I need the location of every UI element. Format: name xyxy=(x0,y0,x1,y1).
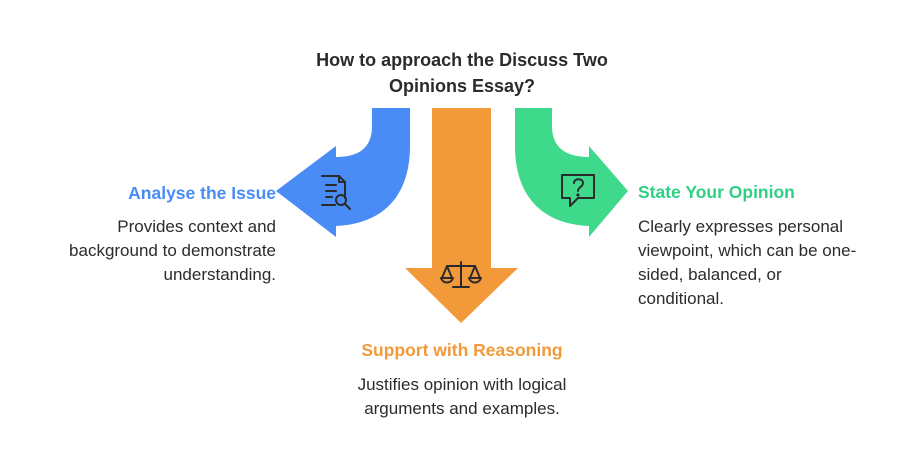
center-arrow xyxy=(405,108,518,323)
center-desc-line: Justifies opinion with logical xyxy=(357,375,567,394)
document-search-icon xyxy=(321,175,351,210)
right-branch-heading: State Your Opinion xyxy=(638,182,795,202)
title-line-2: Opinions Essay? xyxy=(388,76,536,96)
question-bubble-icon xyxy=(561,174,595,207)
left-arrow xyxy=(276,108,410,237)
left-desc-line: background to demonstrate xyxy=(69,241,276,260)
right-desc-line: sided, balanced, or xyxy=(638,265,782,284)
right-desc-line: conditional. xyxy=(638,289,725,308)
left-desc-line: Provides context and xyxy=(117,217,276,236)
center-branch-heading: Support with Reasoning xyxy=(361,340,563,360)
left-branch-heading: Analyse the Issue xyxy=(128,183,276,203)
right-desc-line: viewpoint, which can be one- xyxy=(638,241,857,260)
right-desc-line: Clearly expresses personal xyxy=(638,217,844,236)
left-branch-description: Provides context and background to demon… xyxy=(20,215,276,287)
center-desc-line: arguments and examples. xyxy=(364,399,560,418)
diagram-title: How to approach the Discuss Two Opinions… xyxy=(262,47,662,99)
balance-scale-icon xyxy=(440,261,482,288)
right-branch-description: Clearly expresses personal viewpoint, wh… xyxy=(638,215,900,311)
right-arrow xyxy=(515,108,628,237)
title-line-1: How to approach the Discuss Two xyxy=(316,50,608,70)
center-branch-description: Justifies opinion with logical arguments… xyxy=(300,373,624,421)
left-desc-line: understanding. xyxy=(163,265,276,284)
